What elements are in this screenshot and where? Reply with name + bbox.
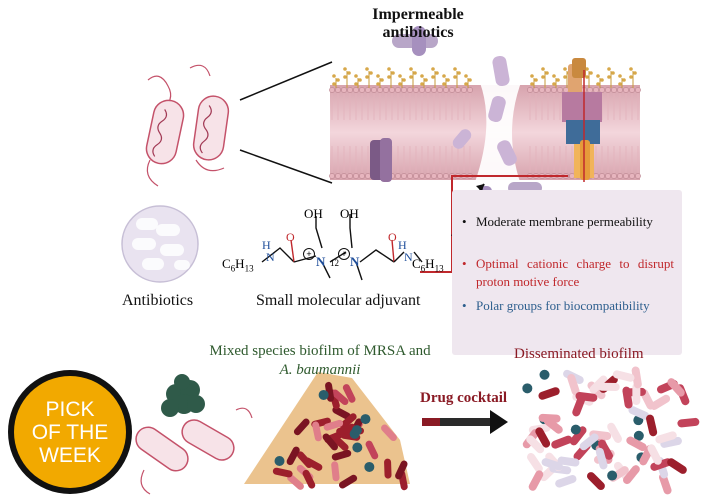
property-text: Optimal cationic charge to disrupt proto… [476, 256, 674, 289]
property-item: • Polar groups for biocompatibility [462, 297, 674, 315]
antibiotics-label: Antibiotics [122, 292, 194, 309]
bacteria-bottom [135, 407, 253, 495]
spacer-subscript: 12 [330, 258, 339, 268]
mixed-line-2: A. baumannii [279, 362, 361, 378]
antibiotics-dish [121, 205, 199, 283]
badge-line-3: WEEK [39, 444, 101, 467]
amide-nh-left: H [262, 238, 271, 252]
adjuvant-structure-bonds [261, 214, 423, 281]
charge-plus-left: + [303, 248, 315, 260]
carbonyl-o-right: O [388, 230, 397, 244]
zoom-lines [239, 61, 333, 184]
mixed-biofilm-label: Mixed species biofilm of MRSA and A. bau… [200, 342, 440, 380]
drug-cocktail-label: Drug cocktail [420, 390, 508, 406]
badge-line-2: OF THE [31, 421, 109, 444]
chain-left: C6H13 [222, 256, 254, 274]
carbonyl-o-left: O [286, 230, 295, 244]
amide-nh-right: H [398, 238, 407, 252]
amide-n-left: N [266, 250, 275, 264]
charge-plus-right: + [338, 248, 350, 260]
property-text: Moderate membrane permeability [476, 214, 653, 229]
oh-left: OH [304, 206, 323, 221]
badge-line-1: PICK [45, 398, 95, 421]
lipopolysaccharide-layer [332, 67, 637, 88]
title-line-1: Impermeable [372, 6, 464, 23]
drug-cocktail-arrow [422, 410, 508, 434]
bacteria-top [145, 64, 230, 187]
bullet: • [462, 298, 467, 313]
property-item: • Moderate membrane permeability [462, 213, 674, 231]
membrane-protein-large [562, 58, 602, 182]
amide-n-right: N [404, 250, 413, 264]
adjuvant-label: Small molecular adjuvant [256, 292, 421, 309]
badge-disc [14, 376, 126, 488]
bullet: • [462, 256, 467, 271]
membrane-protein-small [370, 138, 392, 182]
ammonium-n-left: N [316, 254, 326, 269]
chain-right: C6H13 [412, 256, 444, 274]
mixed-line-1: Mixed species biofilm of MRSA and [209, 343, 431, 359]
disseminated-biofilm [522, 366, 700, 495]
properties-panel [452, 190, 682, 355]
green-cluster [161, 374, 205, 417]
property-text: Polar groups for biocompatibility [476, 298, 650, 313]
mixed-biofilm [244, 372, 410, 491]
disseminated-biofilm-label: Disseminated biofilm [514, 346, 644, 362]
ammonium-n-right: N [350, 254, 360, 269]
title-line-2: antibiotics [382, 24, 454, 41]
oh-right: OH [340, 206, 359, 221]
impermeable-antibiotics-title: Impermeable antibiotics [358, 6, 478, 42]
membrane-breach [452, 55, 530, 182]
property-item: • Optimal cationic charge to disrupt pro… [462, 255, 674, 291]
bullet: • [462, 214, 467, 229]
